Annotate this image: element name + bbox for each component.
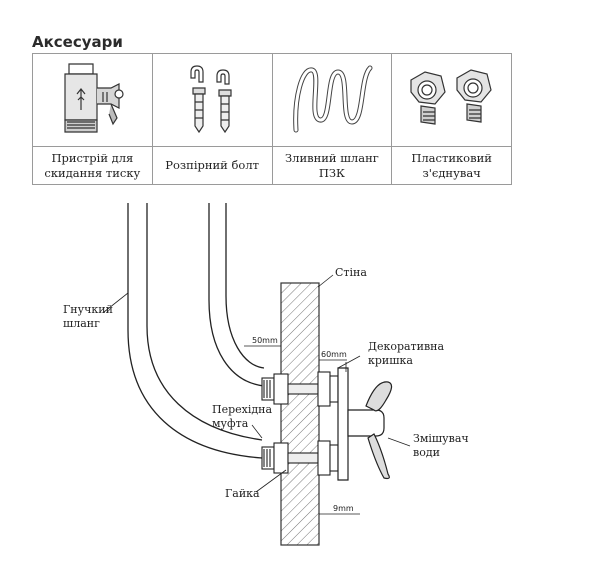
- expansion-bolt-icon: [190, 65, 232, 134]
- drain-hose-icon: [293, 65, 373, 133]
- label-adapter-line1: Перехідна: [212, 403, 272, 416]
- pressure-relief-valve-icon: [64, 63, 124, 133]
- label-mixer-line1: Змішувач: [413, 432, 469, 445]
- accessory-caption: Пристрій для скидання тиску: [32, 146, 153, 185]
- accessory-image-cell: [32, 53, 153, 147]
- accessory-image-cell: [391, 53, 512, 147]
- installation-diagram: 50mm 60mm 9mm Стіна Гнучкий шланг Декора…: [63, 203, 469, 546]
- dimension-50mm: 50mm: [252, 336, 278, 345]
- label-cover-line2: кришка: [368, 354, 413, 367]
- dimension-60mm: 60mm: [321, 350, 347, 359]
- accessory-caption: Пластиковий з'єднувач: [391, 146, 512, 185]
- leader-lines: [103, 274, 411, 493]
- label-cover-line1: Декоративна: [368, 340, 444, 353]
- dimension-lines: [244, 345, 360, 515]
- label-nut: Гайка: [225, 487, 260, 500]
- label-hose-line1: Гнучкий: [63, 303, 113, 316]
- plastic-connector-icon: [410, 69, 492, 125]
- accessory-caption: Зливний шланг ПЗК: [271, 146, 393, 185]
- label-wall: Стіна: [335, 266, 367, 279]
- flexible-hose-upper: [208, 203, 265, 387]
- label-adapter-line2: муфта: [212, 417, 249, 430]
- flexible-hose-lower: [127, 203, 263, 459]
- lower-fitting: [261, 440, 339, 476]
- label-mixer-line2: води: [413, 446, 440, 459]
- label-hose-line2: шланг: [63, 317, 100, 330]
- wall: [280, 282, 320, 546]
- section-title: Аксесуари: [32, 33, 123, 51]
- upper-fitting: [261, 371, 339, 407]
- accessory-caption: Розпірний болт: [151, 146, 273, 185]
- dimension-9mm: 9mm: [333, 504, 354, 513]
- accessory-image-cell: [271, 53, 393, 147]
- water-mixer: [337, 367, 393, 481]
- accessory-image-cell: [151, 53, 273, 147]
- accessories-table: Пристрій для скидання тиску Розпірний бо…: [32, 53, 512, 185]
